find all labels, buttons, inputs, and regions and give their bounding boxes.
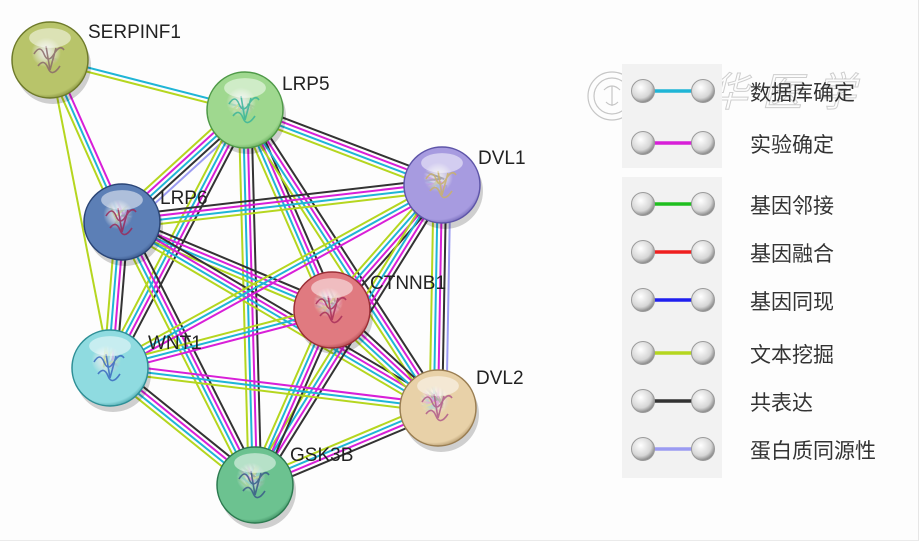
legend-item-database: 数据库确定	[622, 68, 922, 114]
edge-wnt1-dvl2[interactable]	[109, 362, 439, 414]
node-serpinf1[interactable]	[11, 21, 91, 104]
edge-type-coexpression-icon	[631, 389, 715, 413]
node-highlight	[417, 376, 459, 396]
legend-label-textmining: 文本挖掘	[750, 343, 834, 367]
node-highlight	[311, 278, 353, 298]
node-highlight	[29, 28, 71, 48]
node-label-dvl2: DVL2	[476, 368, 524, 389]
legend-item-neighborhood: 基因邻接	[622, 181, 922, 227]
edge-lrp5-dvl2[interactable]	[238, 106, 445, 412]
node-label-ctnnb1: CTNNB1	[370, 273, 446, 294]
node-wnt1[interactable]	[71, 329, 151, 412]
node-lrp6[interactable]	[83, 183, 163, 266]
legend-item-fusion: 基因融合	[622, 229, 922, 275]
edge-type-experimental-icon	[631, 131, 715, 155]
edge-type-fusion-icon	[631, 240, 715, 264]
edge-type-homology-icon	[631, 437, 715, 461]
protein-structure-icon	[421, 393, 453, 422]
edge-strand-database	[119, 222, 255, 487]
legend-label-coexpression: 共表达	[750, 391, 813, 415]
edge-strand-coexpression	[114, 112, 252, 372]
legend-item-homology: 蛋白质同源性	[622, 426, 922, 472]
node-label-wnt1: WNT1	[148, 333, 202, 354]
edge-strand-experimental	[111, 187, 445, 373]
node-highlight	[89, 336, 131, 356]
legend-label-experimental: 实验确定	[750, 133, 834, 157]
edge-strand-textmining	[238, 112, 434, 412]
edge-type-cooccurrence-icon	[631, 288, 715, 312]
protein-structure-icon	[93, 353, 125, 382]
edge-strand-coexpression	[121, 177, 442, 217]
legend-item-cooccurrence: 基因同现	[622, 277, 922, 323]
edge-strand-textmining	[122, 190, 443, 230]
edge-strand-database	[122, 186, 443, 226]
protein-structure-icon	[33, 45, 65, 74]
nodes-layer	[11, 21, 483, 529]
edge-type-textmining-icon	[631, 341, 715, 365]
protein-structure-icon	[238, 470, 270, 499]
edge-strand-database	[109, 367, 439, 409]
node-lrp5[interactable]	[206, 71, 286, 154]
edge-strand-database	[120, 222, 438, 411]
protein-structure-icon	[228, 95, 260, 124]
edge-type-neighborhood-icon	[631, 192, 715, 216]
protein-structure-icon	[105, 207, 137, 236]
node-label-lrp5: LRP5	[282, 74, 330, 95]
edge-lrp5-gsk3b[interactable]	[237, 109, 263, 486]
node-highlight	[421, 153, 463, 173]
node-label-lrp6: LRP6	[160, 188, 208, 209]
edge-strand-coexpression	[249, 106, 445, 406]
edge-strand-textmining	[107, 180, 441, 366]
legend-item-coexpression: 共表达	[622, 378, 922, 424]
edge-strand-experimental	[245, 108, 441, 408]
node-highlight	[234, 453, 276, 473]
legend-label-neighborhood: 基因邻接	[750, 194, 834, 218]
node-highlight	[224, 78, 266, 98]
legend-label-homology: 蛋白质同源性	[750, 439, 876, 463]
edge-strand-experimental	[246, 109, 259, 485]
protein-structure-icon	[425, 170, 457, 199]
node-dvl1[interactable]	[403, 146, 483, 229]
edge-strand-coexpression	[250, 109, 263, 485]
legend-label-database: 数据库确定	[750, 81, 855, 105]
edge-strand-experimental	[122, 219, 440, 408]
node-label-gsk3b: GSK3B	[290, 445, 353, 466]
edge-serpinf1-wnt1[interactable]	[49, 59, 111, 369]
edge-strand-experimental	[121, 181, 442, 221]
legend-label-fusion: 基因融合	[750, 242, 834, 266]
edge-strand-database	[242, 110, 438, 410]
legend-item-experimental: 实验确定	[622, 120, 922, 166]
edge-strand-experimental	[122, 220, 258, 485]
node-highlight	[101, 190, 143, 210]
legend-label-cooccurrence: 基因同现	[750, 290, 834, 314]
edge-strand-textmining	[109, 371, 438, 414]
edge-dvl1-wnt1[interactable]	[107, 180, 445, 373]
node-gsk3b[interactable]	[216, 446, 296, 529]
edge-strand-experimental	[110, 362, 439, 405]
edge-type-database-icon	[631, 79, 715, 103]
edge-strand-textmining	[49, 59, 111, 369]
node-ctnnb1[interactable]	[293, 271, 373, 354]
legend-item-textmining: 文本挖掘	[622, 330, 922, 376]
edge-strand-database	[109, 184, 443, 369]
node-label-dvl1: DVL1	[478, 148, 526, 169]
edge-strand-textmining	[237, 110, 250, 486]
node-dvl2[interactable]	[399, 369, 479, 452]
edge-strand-textmining	[115, 224, 251, 489]
edge-lrp6-dvl1[interactable]	[121, 177, 443, 230]
node-label-serpinf1: SERPINF1	[88, 22, 181, 43]
protein-structure-icon	[315, 295, 347, 324]
